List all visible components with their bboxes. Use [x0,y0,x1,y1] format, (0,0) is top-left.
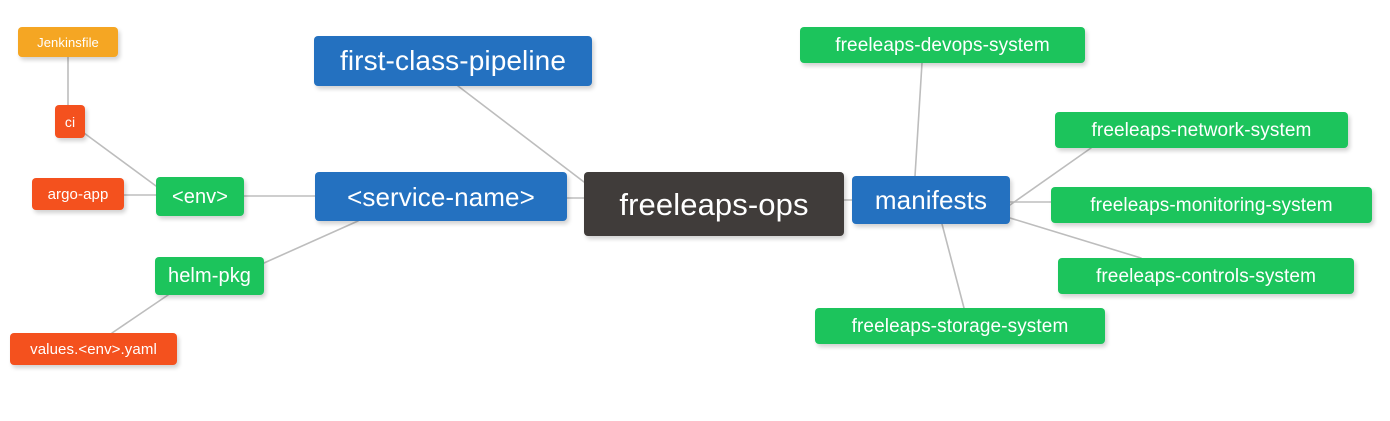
node-freeleaps-network-system[interactable]: freeleaps-network-system [1055,112,1348,148]
node-label-freeleaps-devops-system: freeleaps-devops-system [835,34,1050,56]
node-label-freeleaps-storage-system: freeleaps-storage-system [851,315,1069,337]
node-label-freeleaps-controls-system: freeleaps-controls-system [1095,265,1317,287]
node-label-manifests: manifests [874,185,988,215]
edge-helm-pkg-to-values-env-yaml [111,294,169,334]
node-freeleaps-controls-system[interactable]: freeleaps-controls-system [1058,258,1354,294]
node-freeleaps-storage-system[interactable]: freeleaps-storage-system [815,308,1105,344]
edge-manifests-to-freeleaps-devops-system [914,62,923,177]
node-env[interactable]: <env> [156,177,244,216]
node-manifests[interactable]: manifests [852,176,1010,224]
node-freeleaps-ops[interactable]: freeleaps-ops [584,172,844,236]
edge-freeleaps-ops-to-first-class-pipeline [457,85,585,183]
node-label-ci: ci [64,113,76,130]
node-values-env-yaml[interactable]: values.<env>.yaml [10,333,177,365]
node-label-helm-pkg: helm-pkg [167,265,252,287]
edge-service-name-to-helm-pkg [263,220,359,264]
node-argo-app[interactable]: argo-app [32,178,124,210]
node-label-env: <env> [171,185,229,208]
node-label-jenkinsfile: Jenkinsfile [37,34,99,50]
node-label-first-class-pipeline: first-class-pipeline [339,45,567,76]
node-label-values-env-yaml: values.<env>.yaml [30,340,157,358]
node-label-freeleaps-network-system: freeleaps-network-system [1091,119,1312,141]
node-freeleaps-devops-system[interactable]: freeleaps-devops-system [800,27,1085,63]
node-label-argo-app: argo-app [47,185,109,203]
node-label-freeleaps-ops: freeleaps-ops [619,186,809,222]
edge-manifests-to-freeleaps-controls-system [1009,217,1142,259]
node-jenkinsfile[interactable]: Jenkinsfile [18,27,118,57]
node-ci[interactable]: ci [55,105,85,138]
node-freeleaps-monitoring-system[interactable]: freeleaps-monitoring-system [1051,187,1372,223]
node-service-name[interactable]: <service-name> [315,172,567,221]
node-label-service-name: <service-name> [347,181,535,212]
node-label-freeleaps-monitoring-system: freeleaps-monitoring-system [1090,194,1333,216]
node-helm-pkg[interactable]: helm-pkg [155,257,264,295]
edge-manifests-to-freeleaps-storage-system [941,223,965,309]
node-first-class-pipeline[interactable]: first-class-pipeline [314,36,592,86]
